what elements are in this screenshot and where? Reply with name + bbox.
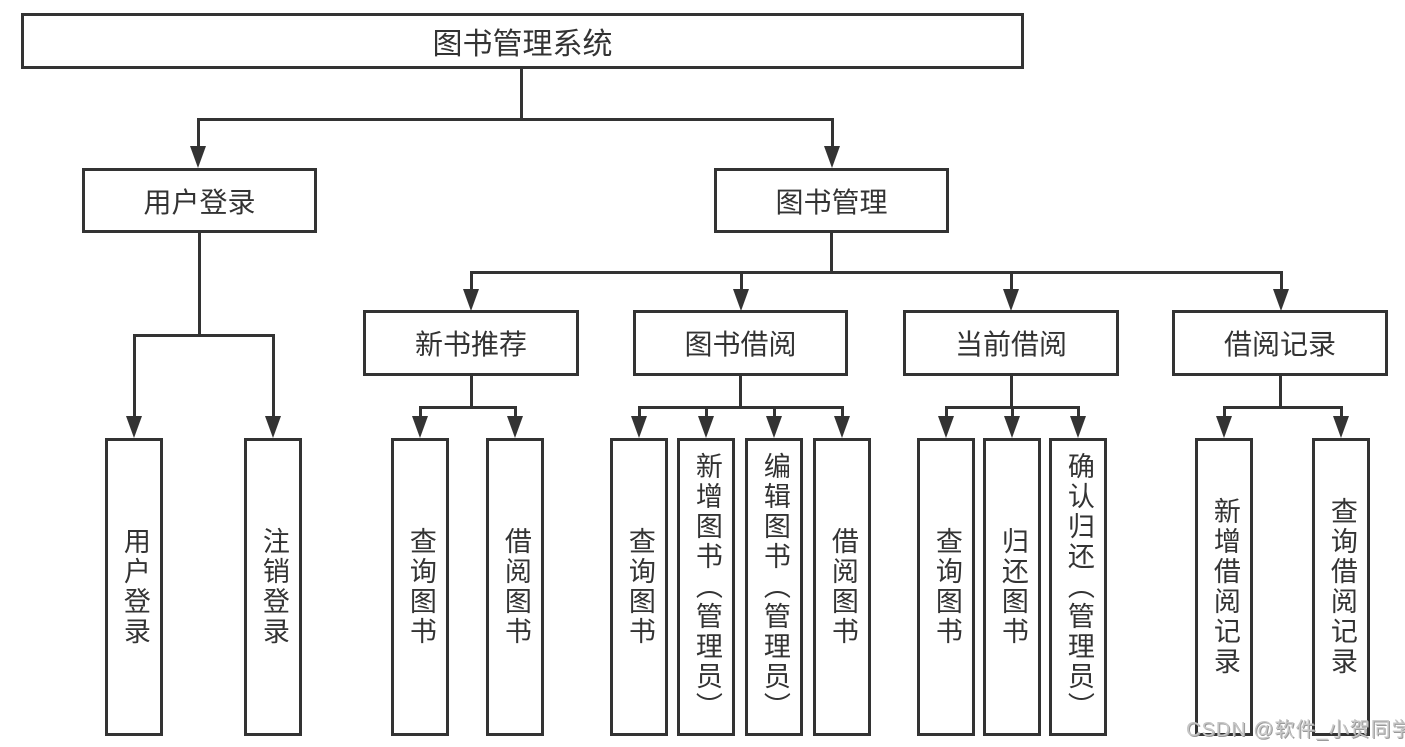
node-user-login: 用户登录	[82, 168, 317, 233]
connector-root-stub	[520, 67, 523, 121]
arrowhead-down	[1070, 416, 1086, 438]
connector-leaf	[705, 406, 708, 419]
leaf-label: 确认归还（管理员）	[1063, 452, 1094, 722]
connector-book-mgmt-stub	[830, 232, 833, 273]
leaf-add-borrow-record: 新增借阅记录	[1195, 438, 1253, 736]
connector-to-leaf-user-login	[133, 334, 136, 418]
node-label: 图书借阅	[684, 329, 797, 360]
leaf-label: 借阅图书	[500, 527, 531, 647]
leaf-label: 注销登录	[258, 527, 289, 647]
csdn-watermark: CSDN @软件_小贺同学	[1186, 719, 1405, 741]
connector-leaf	[945, 406, 948, 419]
leaf-query-books-current: 查询图书	[917, 438, 975, 736]
leaf-borrow-books-recommend: 借阅图书	[486, 438, 544, 736]
arrowhead-down	[824, 146, 840, 168]
connector-leaf	[638, 406, 641, 419]
connector-leaf	[1340, 406, 1343, 419]
node-label: 当前借阅	[954, 329, 1067, 360]
connector-records-stub	[1279, 375, 1282, 408]
arrowhead-down	[265, 416, 281, 438]
node-label: 借阅记录	[1223, 329, 1336, 360]
connector-leaf	[419, 406, 422, 419]
node-current-borrowing: 当前借阅	[903, 310, 1119, 376]
arrowhead-down	[938, 416, 954, 438]
connector-user-login-split	[133, 334, 275, 337]
leaf-label: 新增借阅记录	[1209, 497, 1240, 677]
leaf-label: 查询图书	[624, 527, 655, 647]
leaf-return-books: 归还图书	[983, 438, 1041, 736]
arrowhead-down	[631, 416, 647, 438]
node-new-book-recommendation: 新书推荐	[363, 310, 579, 376]
node-book-borrowing: 图书借阅	[633, 310, 848, 376]
arrowhead-down	[1216, 416, 1232, 438]
arrowhead-down	[126, 416, 142, 438]
node-label: 用户登录	[143, 186, 256, 218]
connector-to-new-book-rec	[470, 271, 473, 292]
connector-new-book-split	[419, 406, 516, 409]
arrowhead-down	[698, 416, 714, 438]
leaf-label: 归还图书	[997, 527, 1028, 647]
connector-root-split	[197, 118, 834, 121]
connector-to-user-login	[197, 118, 200, 150]
node-book-management: 图书管理	[714, 168, 949, 233]
arrowhead-down	[733, 289, 749, 311]
leaf-borrow-books-borrowing: 借阅图书	[813, 438, 871, 736]
arrowhead-down	[1004, 416, 1020, 438]
leaf-query-books-borrowing: 查询图书	[610, 438, 668, 736]
leaf-logout-login: 注销登录	[244, 438, 302, 736]
connector-book-mgmt-split	[470, 271, 1282, 274]
leaf-label: 查询图书	[405, 527, 436, 647]
arrowhead-down	[1003, 289, 1019, 311]
arrowhead-down	[1273, 289, 1289, 311]
leaf-label: 用户登录	[119, 527, 150, 647]
leaf-add-book-admin: 新增图书（管理员）	[677, 438, 735, 736]
connector-leaf	[841, 406, 844, 419]
arrowhead-down	[834, 416, 850, 438]
node-borrowing-records: 借阅记录	[1172, 310, 1388, 376]
node-label: 图书管理	[775, 186, 888, 218]
arrowhead-down	[507, 416, 523, 438]
connector-to-borrowing-records	[1280, 271, 1283, 292]
leaf-label: 借阅图书	[827, 527, 858, 647]
connector-leaf	[773, 406, 776, 419]
connector-leaf	[514, 406, 517, 419]
connector-current-borrow-stub	[1010, 375, 1013, 408]
connector-to-current-borrowing	[1010, 271, 1013, 292]
arrowhead-down	[766, 416, 782, 438]
connector-to-leaf-logout	[272, 334, 275, 418]
connector-user-login-stub	[198, 232, 201, 336]
leaf-edit-book-admin: 编辑图书（管理员）	[745, 438, 803, 736]
connector-leaf	[1077, 406, 1080, 419]
connector-records-split	[1223, 406, 1342, 409]
leaf-query-borrow-record: 查询借阅记录	[1312, 438, 1370, 736]
connector-to-book-borrowing	[740, 271, 743, 292]
arrowhead-down	[463, 289, 479, 311]
leaf-label: 查询图书	[931, 527, 962, 647]
connector-to-book-management	[831, 118, 834, 150]
node-library-management-system: 图书管理系统	[21, 13, 1024, 69]
connector-book-borrow-stub	[739, 375, 742, 408]
connector-book-borrow-split	[638, 406, 843, 409]
connector-new-book-stub	[470, 375, 473, 408]
arrowhead-down	[1333, 416, 1349, 438]
node-label: 图书管理系统	[432, 28, 613, 61]
node-label: 新书推荐	[414, 329, 527, 360]
connector-leaf	[1223, 406, 1226, 419]
connector-leaf	[1011, 406, 1014, 419]
leaf-confirm-return-admin: 确认归还（管理员）	[1049, 438, 1107, 736]
leaf-label: 新增图书（管理员）	[691, 452, 722, 722]
leaf-label: 编辑图书（管理员）	[759, 452, 790, 722]
leaf-label: 查询借阅记录	[1326, 497, 1357, 677]
arrowhead-down	[190, 146, 206, 168]
arrowhead-down	[412, 416, 428, 438]
leaf-query-books-recommend: 查询图书	[391, 438, 449, 736]
leaf-user-login: 用户登录	[105, 438, 163, 736]
